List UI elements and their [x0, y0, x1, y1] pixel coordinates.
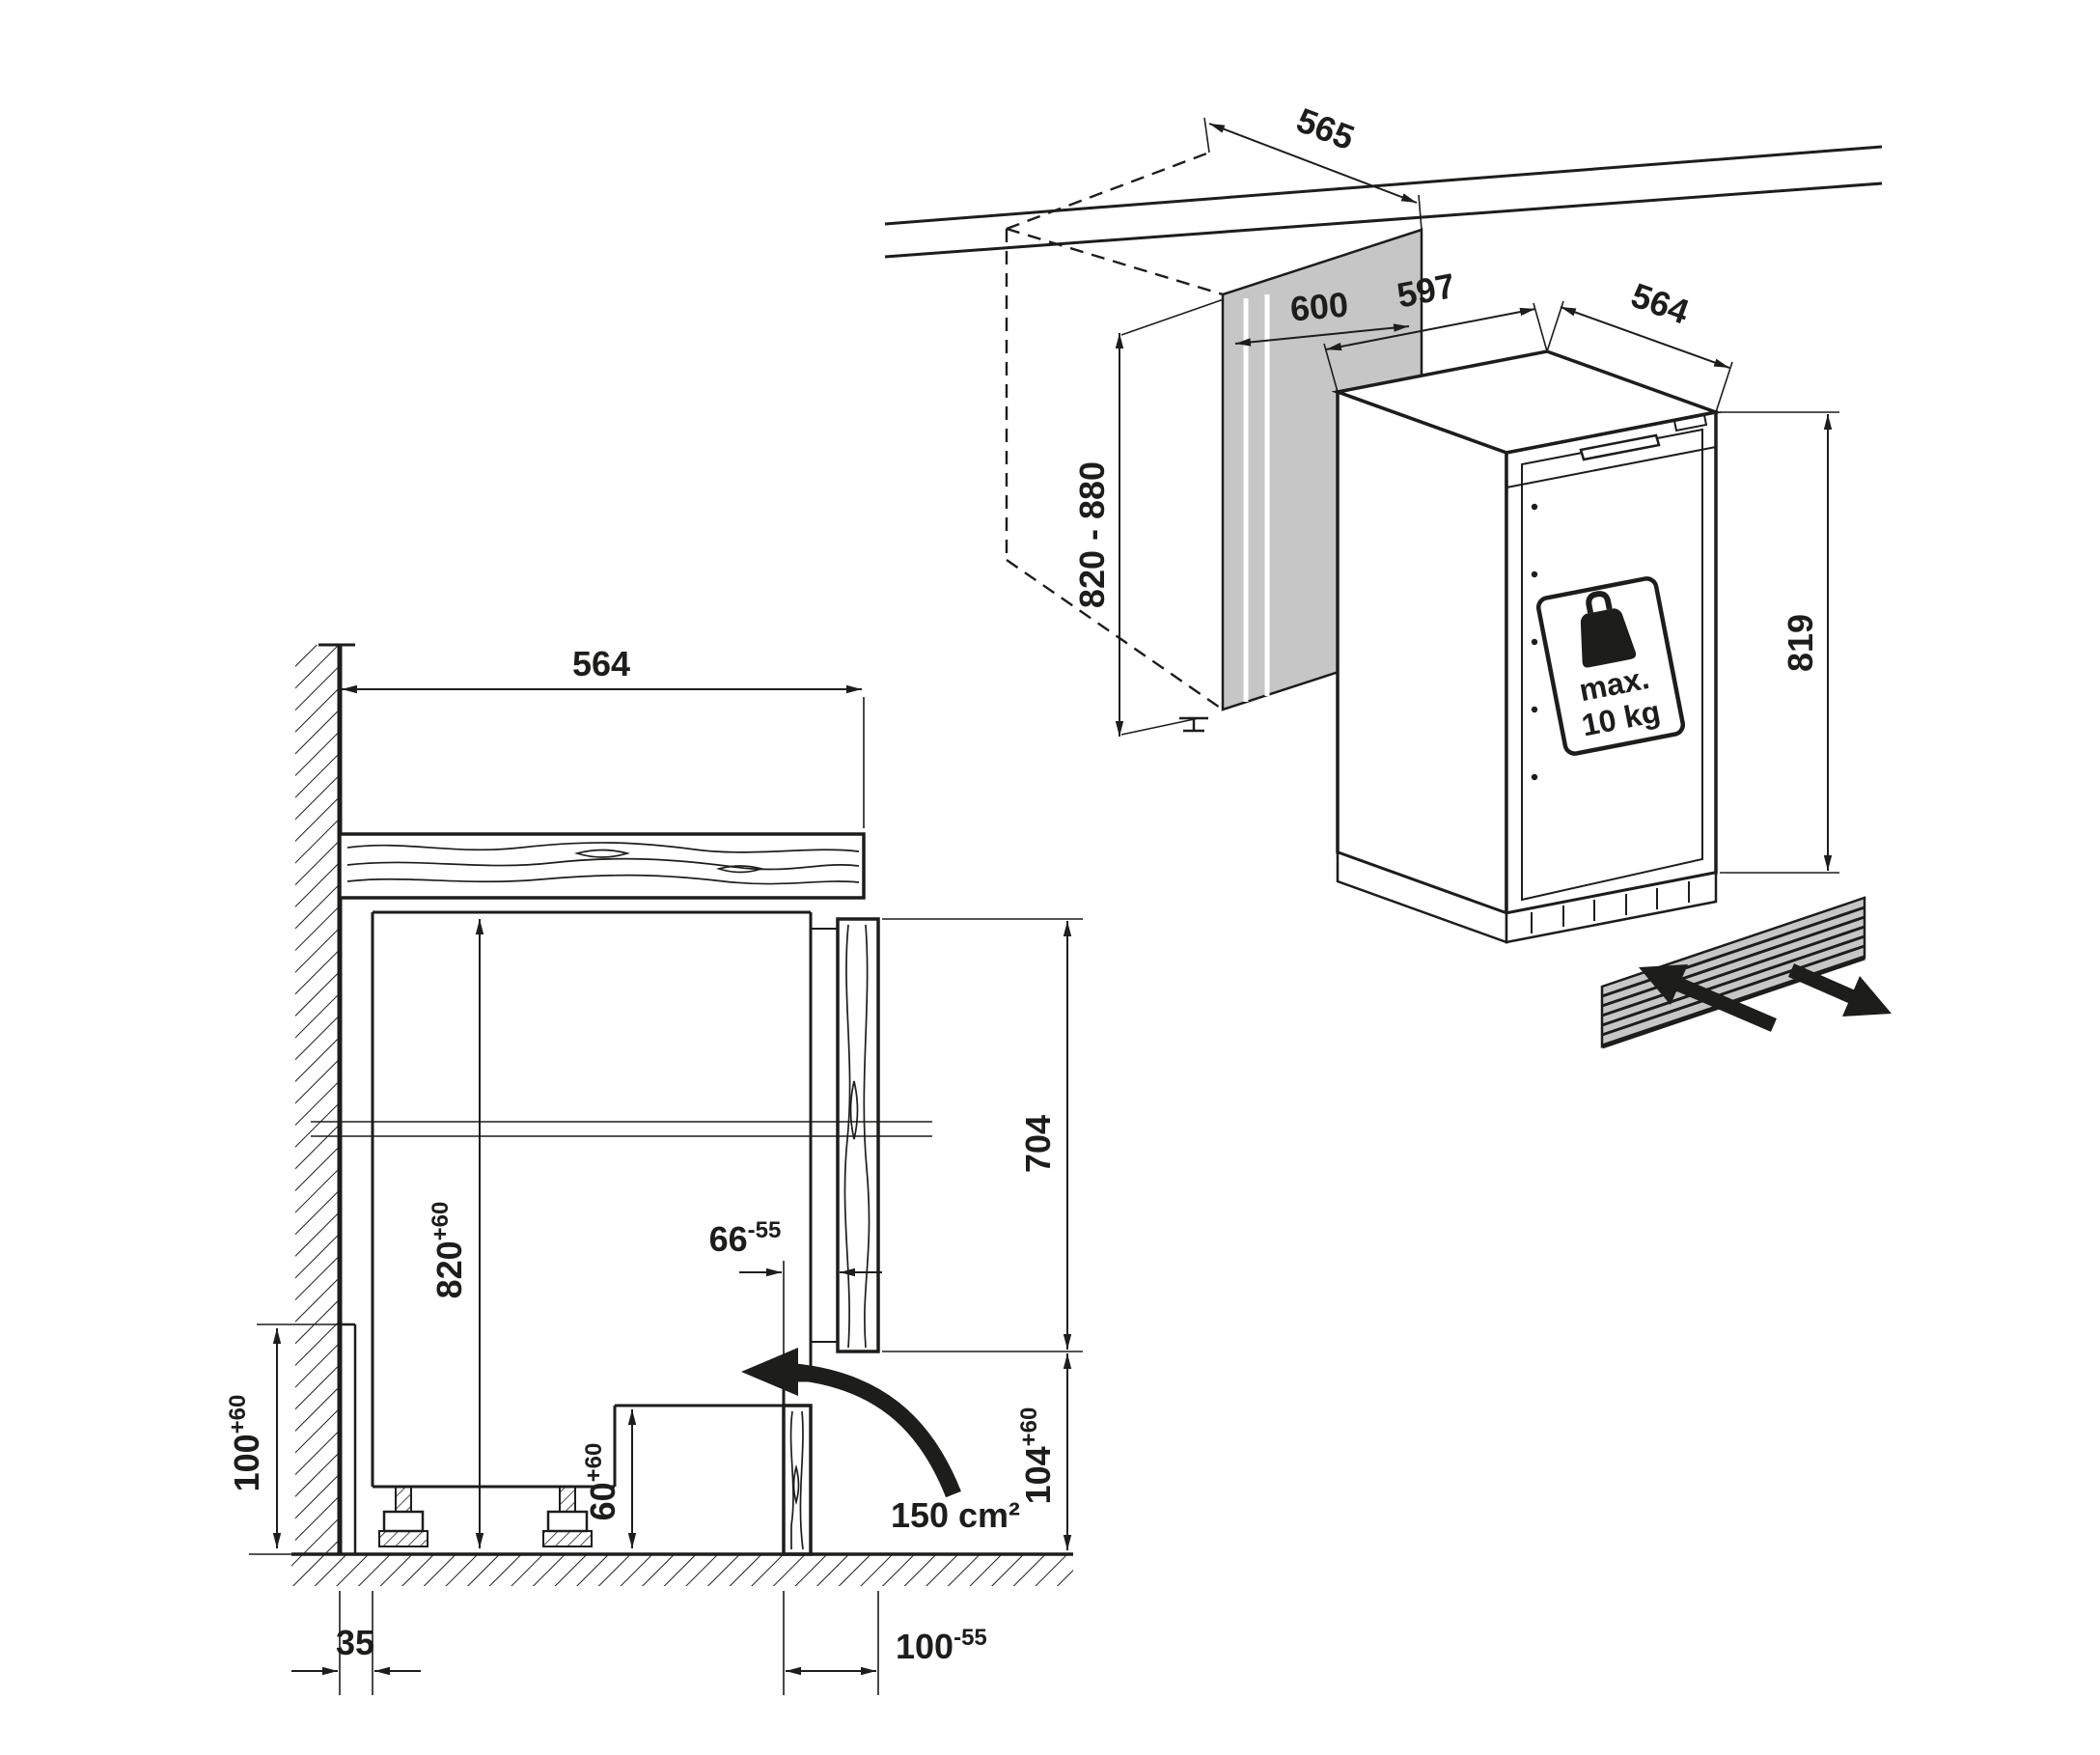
dim-label-819: 819 — [1781, 614, 1820, 672]
dimension-niche-depth: 565 — [1203, 99, 1423, 231]
ground-hatch — [291, 1555, 1073, 1586]
hinge-dots — [1531, 503, 1538, 781]
weight-icon — [1580, 591, 1637, 668]
dimension-door-height: 704 — [882, 918, 1083, 1352]
vent-area-label: 150 cm² — [891, 1495, 1020, 1535]
worktop — [338, 832, 866, 900]
dim-label-100-bottom: 100-55 — [896, 1625, 987, 1666]
dimension-bottom-right: 104+60 — [1016, 1353, 1072, 1550]
dim-label-600: 600 — [1288, 285, 1349, 329]
appliance-section — [371, 910, 838, 1547]
airflow-arrow-in — [1639, 964, 1777, 1032]
isometric-view: 565 600 820 - 880 — [884, 99, 1892, 1049]
dimension-bottom-left: 100+60 — [225, 1323, 340, 1555]
wall — [295, 643, 357, 1554]
furniture-door-panel — [836, 917, 880, 1353]
appliance-side-face — [1336, 389, 1508, 916]
dimension-niche-height: 820 - 880 — [1072, 298, 1225, 737]
appliance-isometric: 597 564 819 — [1323, 265, 1839, 944]
door-top-strip — [1506, 446, 1717, 488]
dim-label-35: 35 — [336, 1623, 374, 1662]
dimension-appliance-height: 819 — [1720, 411, 1839, 874]
dim-label-820-880: 820 - 880 — [1072, 461, 1112, 608]
dim-label-60: 60+60 — [581, 1443, 622, 1521]
dimension-plinth-recess: 66-55 — [709, 1217, 882, 1375]
door-handle — [1579, 433, 1661, 461]
ground — [291, 1552, 1073, 1586]
door-latch — [1672, 413, 1708, 432]
dim-label-564-section: 564 — [572, 644, 630, 683]
worktop-wood-grain — [346, 842, 860, 885]
dim-label-565: 565 — [1291, 99, 1360, 157]
adjustable-foot — [378, 1486, 428, 1547]
vent-grille-detail — [1600, 896, 1892, 1049]
dimension-plinth-depth: 100-55 — [783, 1591, 987, 1695]
dim-label-66: 66-55 — [709, 1217, 782, 1259]
dimension-niche-height-section: 820+60 — [428, 919, 484, 1548]
dim-label-820: 820+60 — [428, 1202, 469, 1299]
adjustable-foot-detail — [1179, 716, 1208, 733]
base-front-grille — [1505, 871, 1718, 944]
airflow-curved-arrow — [741, 1348, 961, 1498]
dimension-wall-gap: 35 — [291, 1591, 421, 1695]
adjustable-foot — [542, 1486, 593, 1547]
dimension-section-width: 564 — [339, 644, 865, 828]
dim-label-564-iso: 564 — [1626, 275, 1694, 332]
dim-label-704: 704 — [1018, 1115, 1058, 1173]
wall-hatch — [295, 645, 340, 1554]
weight-badge: max. 10 kg — [1535, 576, 1686, 756]
plinth-board — [782, 1404, 813, 1556]
grille-slats — [1531, 881, 1690, 933]
dim-label-100-left: 100+60 — [225, 1395, 266, 1492]
airflow-arrow-out — [1787, 963, 1892, 1017]
section-view: 564 — [225, 643, 1083, 1695]
dim-label-104: 104+60 — [1016, 1407, 1058, 1505]
mid-break-lines — [311, 1121, 932, 1137]
dimension-vent-height: 60+60 — [581, 1409, 637, 1548]
countertop-edge-lines — [884, 145, 1883, 259]
niche-dashed-outline — [1005, 151, 1224, 710]
grille-band-slats — [1601, 905, 1865, 1037]
